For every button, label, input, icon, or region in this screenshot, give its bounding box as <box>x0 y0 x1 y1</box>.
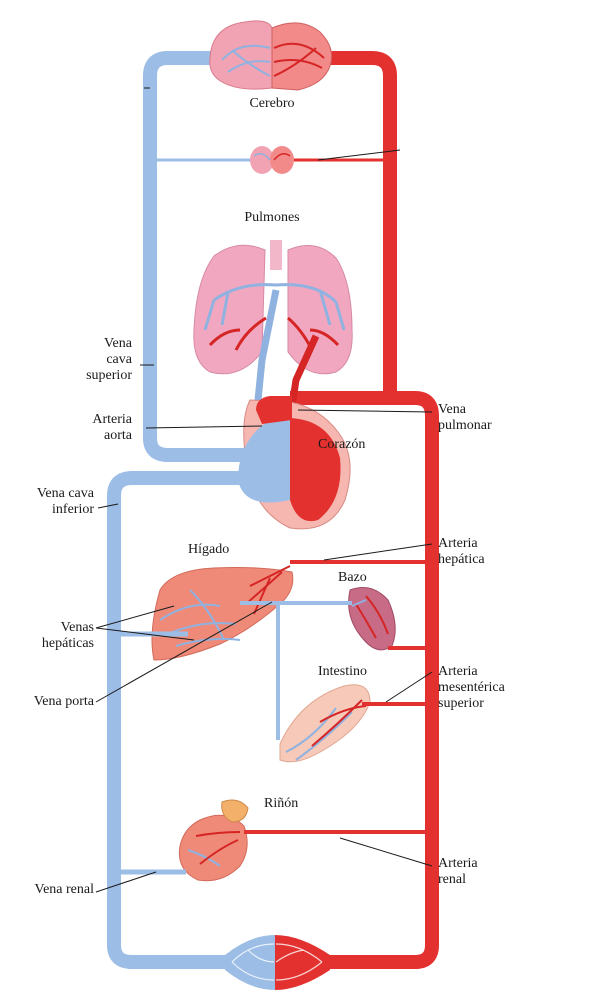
label-bazo: Bazo <box>338 570 367 585</box>
upper-arterial-vessel <box>315 51 397 400</box>
lower-aorta-vessel <box>290 391 439 969</box>
label-vena-cava-inferior: Vena cava inferior <box>36 486 94 517</box>
label-pulmones: Pulmones <box>244 210 300 225</box>
intestine-organ <box>279 684 371 763</box>
leader-lines <box>95 87 433 893</box>
leader-vena-renal <box>95 871 157 893</box>
brain-organ <box>209 20 333 91</box>
label-arteria-hepatica: Arteria hepática <box>438 536 485 567</box>
leader-arteria-aorta <box>145 425 263 429</box>
leader-arteria-hepatica <box>323 543 433 561</box>
liver-organ <box>151 565 294 661</box>
heart-organ <box>238 396 351 530</box>
label-vena-pulmonar: Vena pulmonar <box>438 402 492 433</box>
label-intestino: Intestino <box>318 664 367 679</box>
label-arteria-aorta: Arteria aorta <box>92 412 132 443</box>
leader-vena-cava-inferior <box>97 503 119 509</box>
kidney-organ <box>178 799 249 882</box>
thyroid-organ <box>250 146 294 174</box>
label-vena-cava-superior: Vena cava superior <box>86 336 132 383</box>
label-higado: Hígado <box>188 542 230 557</box>
label-venas-hepaticas: Venas hepáticas <box>41 620 94 651</box>
leader-venas-hepaticas-1 <box>95 605 175 629</box>
label-vena-porta: Vena porta <box>33 694 94 709</box>
leader-arteria-renal <box>339 837 433 867</box>
label-corazon: Corazón <box>318 437 366 452</box>
lower-capillary-bed <box>225 935 330 990</box>
leader-vena-pulmonar <box>297 409 433 413</box>
leader-vena-porta <box>95 601 273 703</box>
leader-venas-hepaticas-2 <box>95 627 195 641</box>
upper-vena-cava-vessel <box>143 51 245 462</box>
label-arteria-mesenterica-superior: Arteria mesentérica superior <box>438 664 505 711</box>
label-arteria-renal: Arteria renal <box>438 856 478 887</box>
label-cerebro: Cerebro <box>249 96 295 111</box>
spleen-organ <box>348 587 396 651</box>
lower-vena-cava-vessel <box>107 471 245 969</box>
label-vena-renal: Vena renal <box>34 882 94 897</box>
leader-thyroid <box>317 149 401 161</box>
label-rinon: Riñón <box>264 796 299 811</box>
leader-arteria-mesenterica <box>385 671 433 703</box>
